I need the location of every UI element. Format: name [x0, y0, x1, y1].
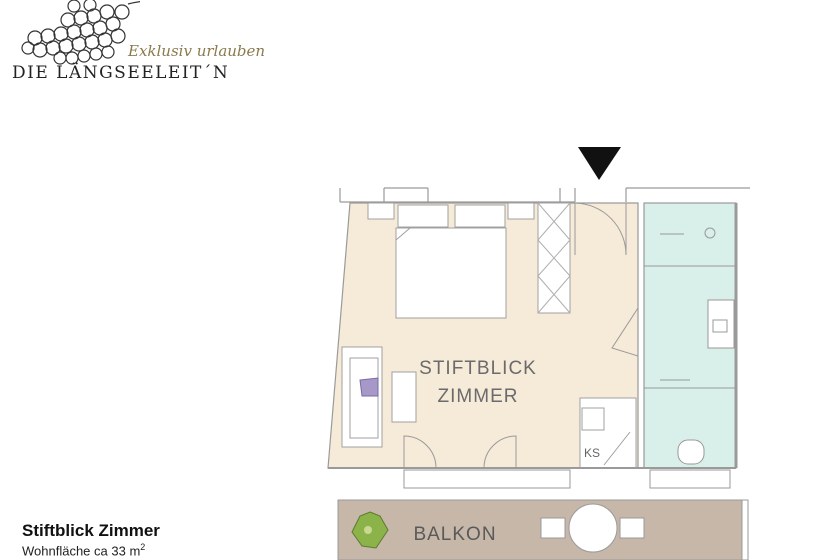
room-area-superscript: 2 — [140, 542, 146, 552]
logo: Exklusiv urlauben DIE LÄNGSEELEIT´N — [10, 0, 265, 90]
room-title: Stiftblick Zimmer — [22, 521, 160, 540]
logo-brand: DIE LÄNGSEELEIT´N — [12, 63, 230, 83]
ks-label: KS — [584, 446, 601, 460]
balcony — [337, 499, 743, 560]
outer-walls — [339, 187, 750, 203]
cushion — [359, 377, 379, 397]
grape-cluster-icon — [21, 0, 140, 65]
toilet — [677, 439, 705, 465]
side-table — [391, 371, 417, 423]
room-area-text: Wohnfläche ca 33 m — [22, 543, 141, 559]
room-name-line1: STIFTBLICK — [419, 358, 537, 379]
balcony-chair-left — [540, 517, 566, 539]
room-area: Wohnfläche ca 33 m2 — [22, 542, 145, 558]
room-name-line2: ZIMMER — [437, 386, 519, 407]
bed — [395, 227, 507, 319]
balcony-chair-right — [619, 517, 645, 539]
balcony-table — [568, 503, 618, 553]
entrance-arrow-icon — [578, 147, 621, 180]
logo-tagline: Exklusiv urlauben — [128, 42, 266, 60]
washbasin — [707, 299, 735, 349]
balcony-label: BALKON — [413, 524, 497, 545]
